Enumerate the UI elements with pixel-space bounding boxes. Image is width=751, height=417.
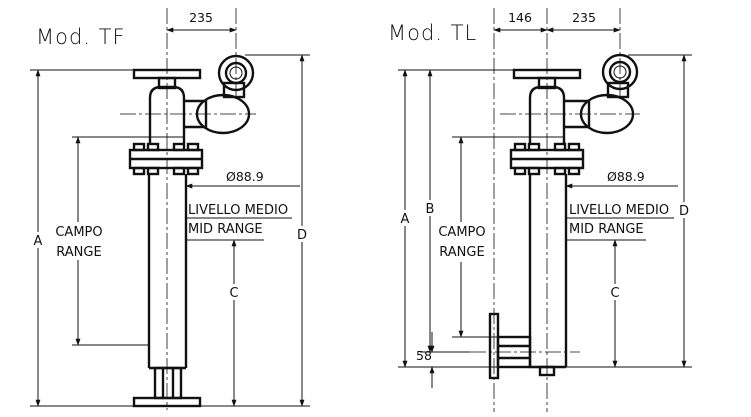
tl-range-en-label: RANGE [439, 245, 484, 260]
tl-dimension-B: B [424, 69, 437, 353]
tf-dimension-C: C [227, 239, 241, 407]
tf-range-en-label: RANGE [56, 245, 101, 260]
tl-mid-range: LIVELLO MEDIO MID RANGE [566, 203, 674, 241]
tf-dim-D-label: D [297, 228, 307, 243]
model-tl-drawing: Mod. TL [388, 8, 692, 412]
tf-dimension-diameter: Ø88.9 [185, 169, 300, 189]
tl-dimension-D: D [677, 54, 691, 368]
tl-dim-C-label: C [610, 286, 619, 301]
tf-mid-en-label: MID RANGE [188, 222, 263, 237]
tl-range-it-label: CAMPO [438, 225, 485, 240]
tf-dimension-A: A [32, 69, 45, 407]
tf-main-tube [147, 174, 188, 370]
tf-diameter-label: Ø88.9 [226, 169, 264, 184]
tl-dimension-diameter: Ø88.9 [565, 169, 678, 189]
tf-dimension-235: 235 [166, 10, 237, 33]
model-tl-title: Mod. TL [388, 21, 477, 45]
tl-mid-it-label: LIVELLO MEDIO [569, 203, 669, 218]
tl-dim-58-label: 58 [416, 348, 432, 363]
tf-dim-A-label: A [34, 234, 43, 249]
tl-diameter-label: Ø88.9 [607, 169, 645, 184]
tl-mid-en-label: MID RANGE [569, 222, 644, 237]
tf-mid-it-label: LIVELLO MEDIO [188, 203, 288, 218]
tl-dim-B-label: B [426, 202, 435, 217]
tl-dim-235-label: 235 [572, 10, 596, 25]
tl-dim-A-label: A [401, 212, 410, 227]
tf-range-it-label: CAMPO [55, 225, 102, 240]
tl-side-connection [488, 312, 532, 380]
tl-dimension-235: 235 [546, 10, 621, 33]
tl-dimension-A: A [399, 69, 412, 368]
tf-switch-housing [184, 54, 255, 135]
tl-dimension-range: CAMPO RANGE [435, 136, 489, 338]
tl-dimension-58: 58 [416, 332, 435, 388]
tl-dim-146-label: 146 [508, 10, 532, 25]
tl-dimension-C: C [608, 239, 622, 368]
model-tf-title: Mod. TF [36, 25, 126, 49]
tf-mid-flange [128, 142, 204, 176]
tl-dimension-146: 146 [493, 10, 548, 33]
tf-dim-235-label: 235 [189, 10, 213, 25]
tf-dimension-range: CAMPO RANGE [52, 136, 104, 346]
model-tf-drawing: Mod. TF [30, 8, 310, 410]
tf-mid-range: LIVELLO MEDIO MID RANGE [186, 203, 292, 241]
tf-dimension-D: D [295, 54, 309, 407]
tl-dim-D-label: D [679, 204, 689, 219]
tl-main-tube [528, 174, 568, 369]
tf-dim-C-label: C [229, 286, 238, 301]
tl-switch-housing [564, 53, 639, 135]
